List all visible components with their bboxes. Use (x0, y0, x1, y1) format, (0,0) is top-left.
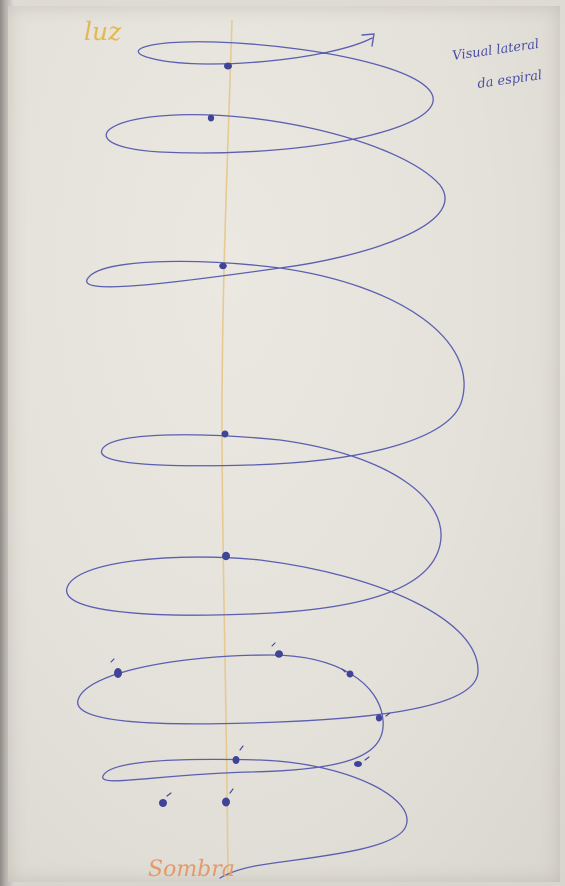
dot-tick (111, 659, 114, 662)
axis-dot (222, 552, 230, 560)
dot-tick (167, 793, 171, 796)
lower-dot (233, 756, 240, 764)
label-sombra: Sombra (148, 857, 235, 882)
lower-dot (114, 668, 122, 678)
axis-dot (222, 431, 229, 438)
lower-dot (222, 798, 230, 807)
spiral-curve (67, 38, 478, 878)
axis-dots (114, 63, 382, 808)
axis-dot (208, 115, 214, 122)
axis-dot (224, 63, 232, 70)
label-luz: luz (84, 17, 122, 46)
dot-tick (240, 746, 243, 750)
lower-dot (275, 650, 283, 658)
dot-ticks (111, 643, 390, 796)
side-note-line-2: da espiral (476, 68, 543, 92)
dot-tick (230, 789, 233, 793)
dot-tick (365, 757, 369, 760)
lower-dot (347, 671, 354, 678)
lower-dot (354, 761, 362, 767)
lower-dot (376, 715, 382, 722)
lower-dot (159, 799, 167, 807)
dot-tick (272, 643, 275, 646)
vertical-axis-line (222, 20, 232, 880)
side-note-line-1: Visual lateral (451, 37, 540, 64)
axis-dot (219, 263, 227, 269)
